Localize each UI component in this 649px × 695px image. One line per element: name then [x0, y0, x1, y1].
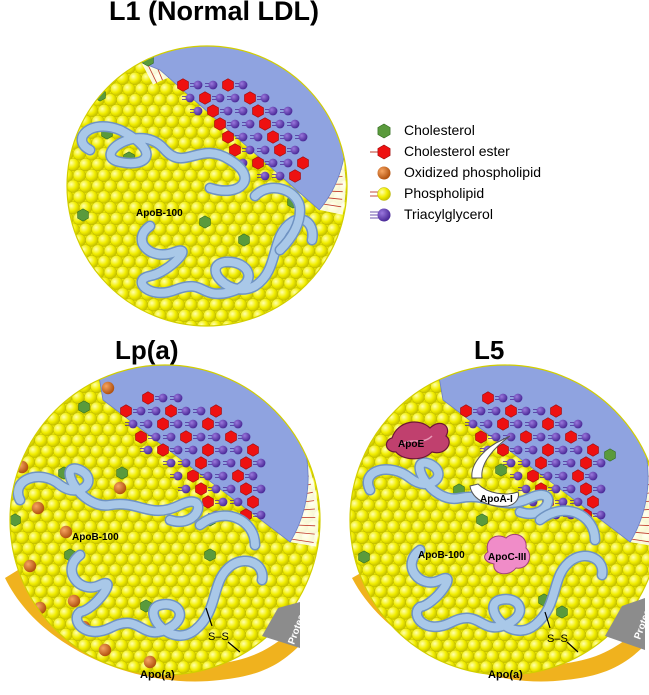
legend-label: Cholesterol ester [404, 143, 510, 159]
legend-item-oxidized-phospholipid: Oxidized phospholipid [394, 164, 541, 180]
title-l1: L1 (Normal LDL) [109, 0, 319, 27]
red-hexagon-icon [370, 145, 390, 159]
legend-label: Oxidized phospholipid [404, 164, 541, 180]
orange-circle-icon [378, 167, 391, 180]
legend-item-phospholipid: Phospholipid [394, 185, 484, 201]
title-lpa: Lp(a) [115, 335, 179, 366]
yellow-circle-with-tails-icon [370, 188, 391, 201]
title-l5: L5 [474, 335, 504, 366]
legend-icons [370, 124, 391, 222]
green-hexagon-icon [378, 124, 390, 138]
legend-item-cholesterol: Cholesterol [394, 122, 475, 138]
apob100-label: ApoB-100 [136, 208, 183, 219]
apob100-label: ApoB-100 [72, 532, 119, 543]
legend-label: Phospholipid [404, 185, 484, 201]
legend-item-cholesterol-ester: Cholesterol ester [394, 143, 510, 159]
l5-particle [344, 350, 649, 684]
disulfide-label: S–S [208, 631, 229, 643]
apoc3-label: ApoC-III [488, 552, 527, 563]
apoe-label: ApoE [398, 439, 424, 450]
apoa-label: Apo(a) [488, 669, 523, 681]
purple-circle-with-tails-icon [370, 209, 391, 222]
legend-label: Triacylglycerol [404, 206, 493, 222]
disulfide-label: S–S [547, 633, 568, 645]
l1-particle [61, 21, 359, 333]
legend-item-triacylglycerol: Triacylglycerol [394, 206, 493, 222]
apob100-label: ApoB-100 [418, 550, 465, 561]
apoa-label: Apo(a) [140, 669, 175, 681]
apoa1-label: ApoA-I [480, 494, 513, 505]
legend-label: Cholesterol [404, 122, 475, 138]
